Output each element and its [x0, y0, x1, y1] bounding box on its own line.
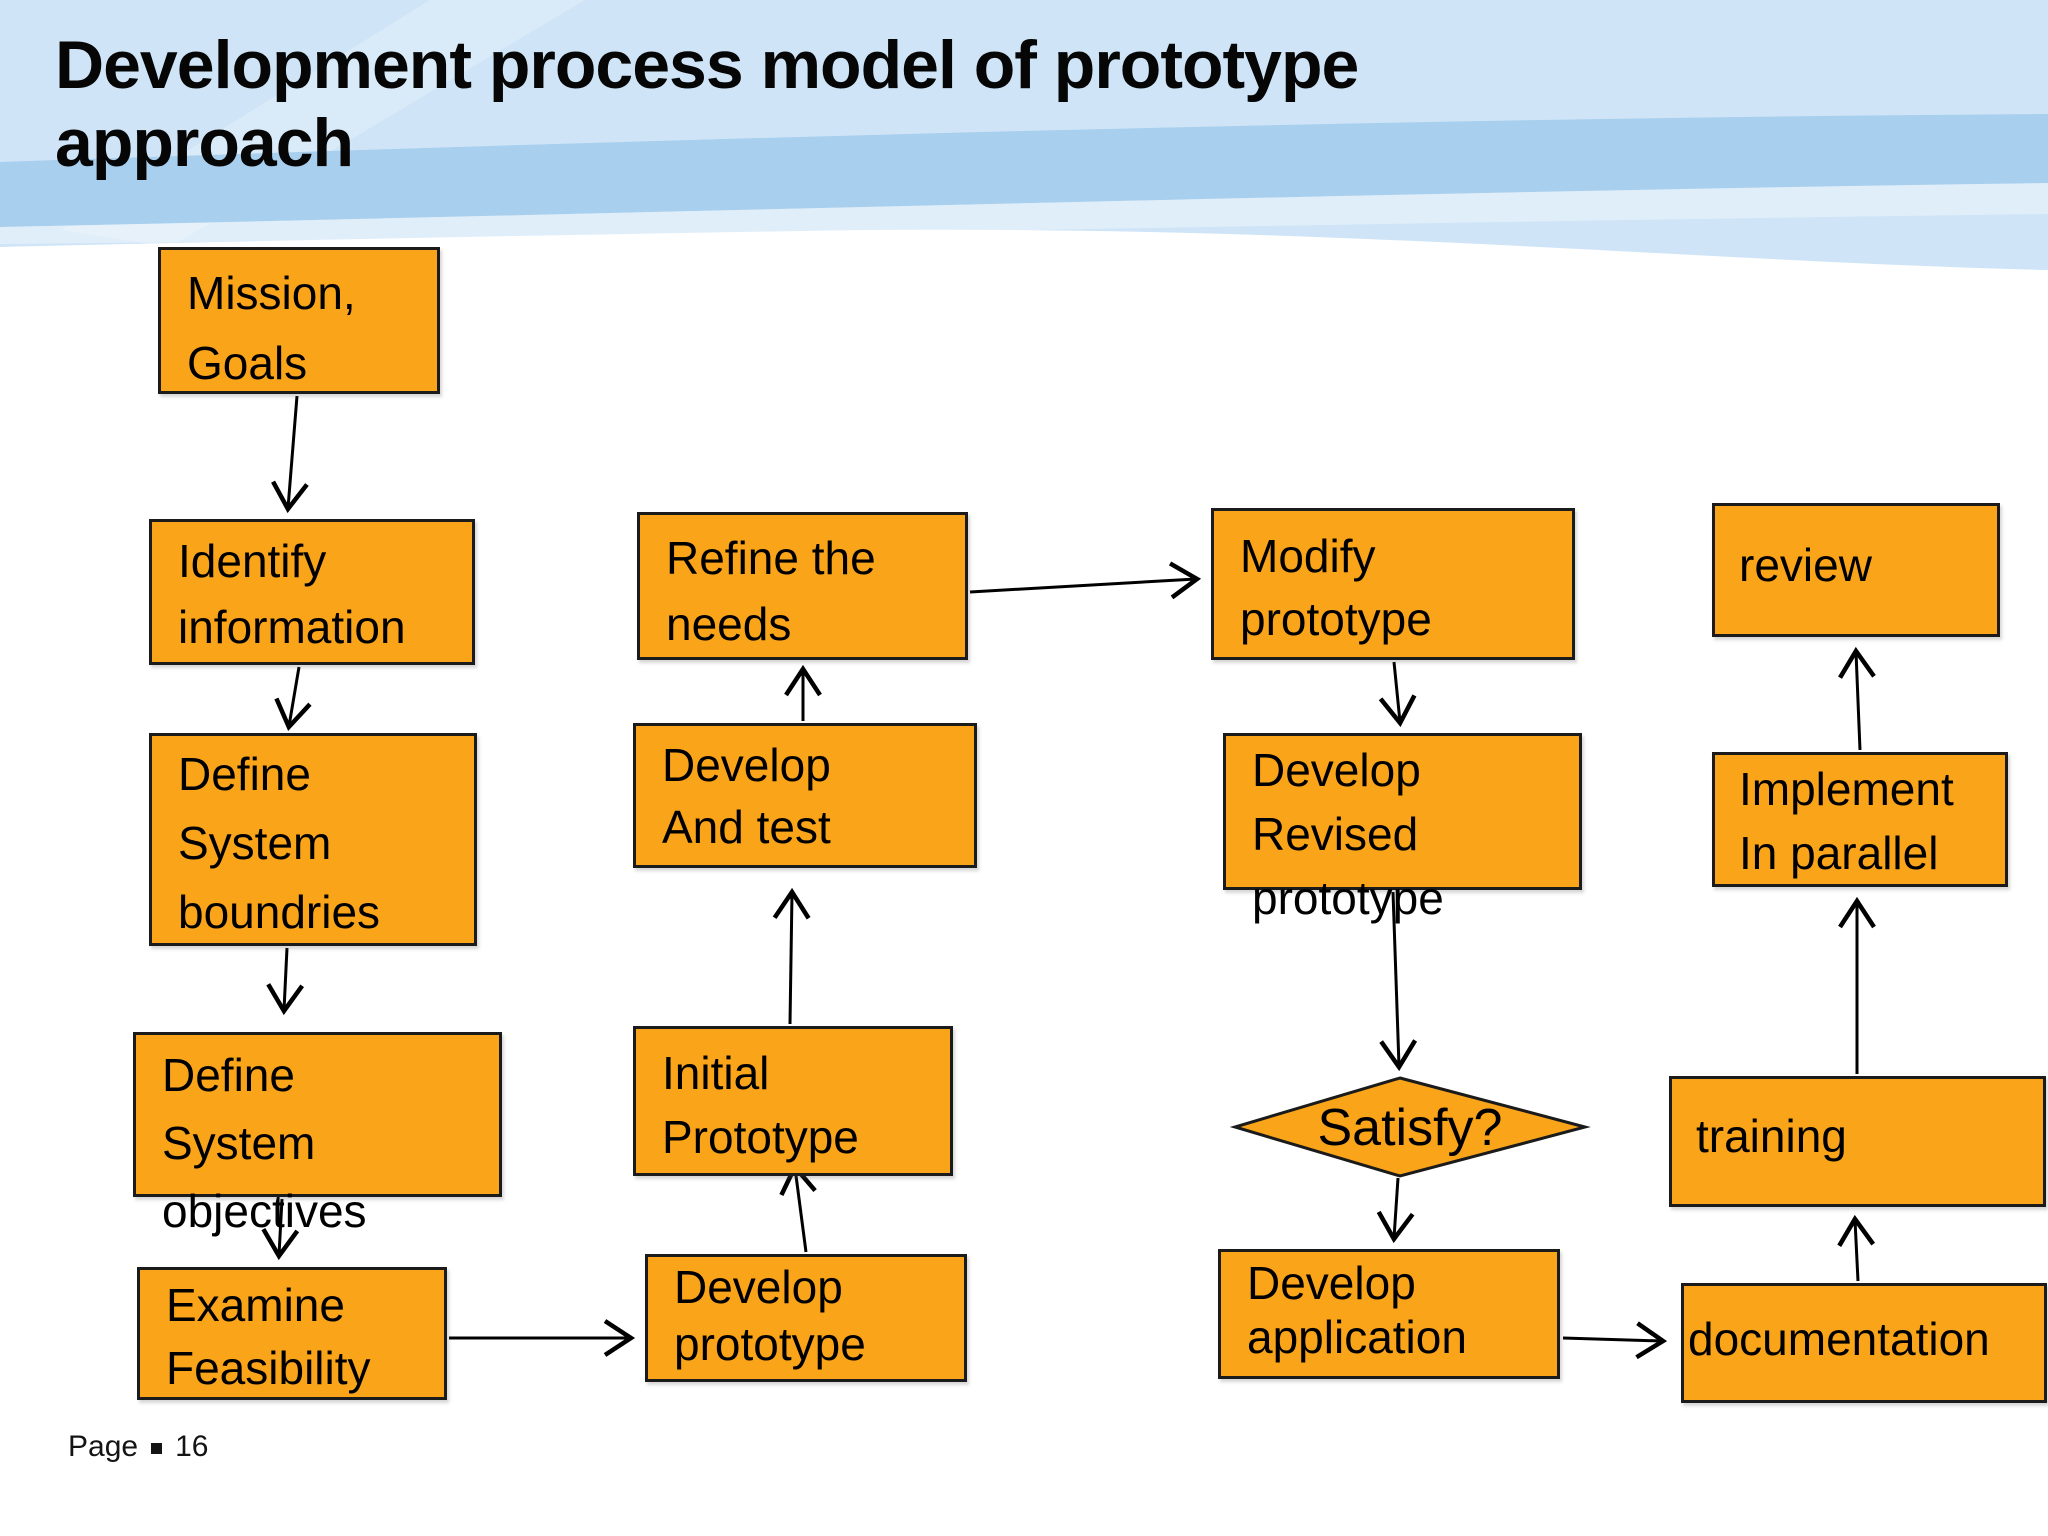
node-develop-and-test: Develop And test	[633, 723, 977, 868]
node-examine-feasibility: Examine Feasibility	[137, 1267, 447, 1400]
footer-square-bullet-icon	[151, 1442, 163, 1454]
node-implement-in-parallel: Implement In parallel	[1712, 752, 2008, 887]
arrow-develop-prototype-to-initial	[779, 1162, 817, 1253]
arrow-refine-to-modify	[969, 561, 1202, 600]
bg-wave-highlight	[0, 183, 2048, 244]
page-footer-number: 16	[175, 1430, 209, 1463]
arrow-identify-to-boundries	[274, 666, 312, 732]
arrow-mission-to-identify	[271, 395, 309, 514]
node-develop-prototype: Develop prototype	[645, 1254, 967, 1382]
arrow-boundries-to-objectives	[266, 947, 305, 1016]
node-refine-the-needs: Refine the needs	[637, 512, 968, 660]
node-identify-information: Identify information	[149, 519, 475, 665]
arrow-develop-application-to-documentation	[1562, 1321, 1668, 1360]
node-satisfy-label: Satisfy?	[1317, 1099, 1503, 1157]
node-define-system-boundries: Define System boundries	[149, 733, 477, 946]
node-modify-prototype: Modify prototype	[1211, 508, 1575, 660]
node-initial-prototype: Initial Prototype	[633, 1026, 953, 1176]
node-documentation: documentation	[1681, 1283, 2047, 1403]
node-mission-goals: Mission, Goals	[158, 247, 440, 394]
node-develop-revised-prototype: Develop Revised prototype	[1223, 733, 1582, 924]
arrow-implement-to-review	[1838, 646, 1876, 751]
arrow-documentation-to-training	[1837, 1214, 1876, 1282]
node-training: training	[1669, 1076, 2046, 1207]
node-define-system-objectives: Define System objectives	[133, 1032, 502, 1237]
node-review: review	[1712, 503, 2000, 637]
arrow-satisfy-to-develop-application	[1376, 1177, 1415, 1244]
page-footer-label: Page	[68, 1430, 139, 1463]
slide-title: Development process model of prototype a…	[55, 27, 1359, 181]
page-footer: Page 16	[68, 1430, 208, 1464]
node-develop-application: Develop application	[1218, 1249, 1560, 1379]
arrow-initial-to-develop-and-test	[772, 887, 811, 1025]
arrow-modify-to-revised	[1378, 661, 1417, 728]
